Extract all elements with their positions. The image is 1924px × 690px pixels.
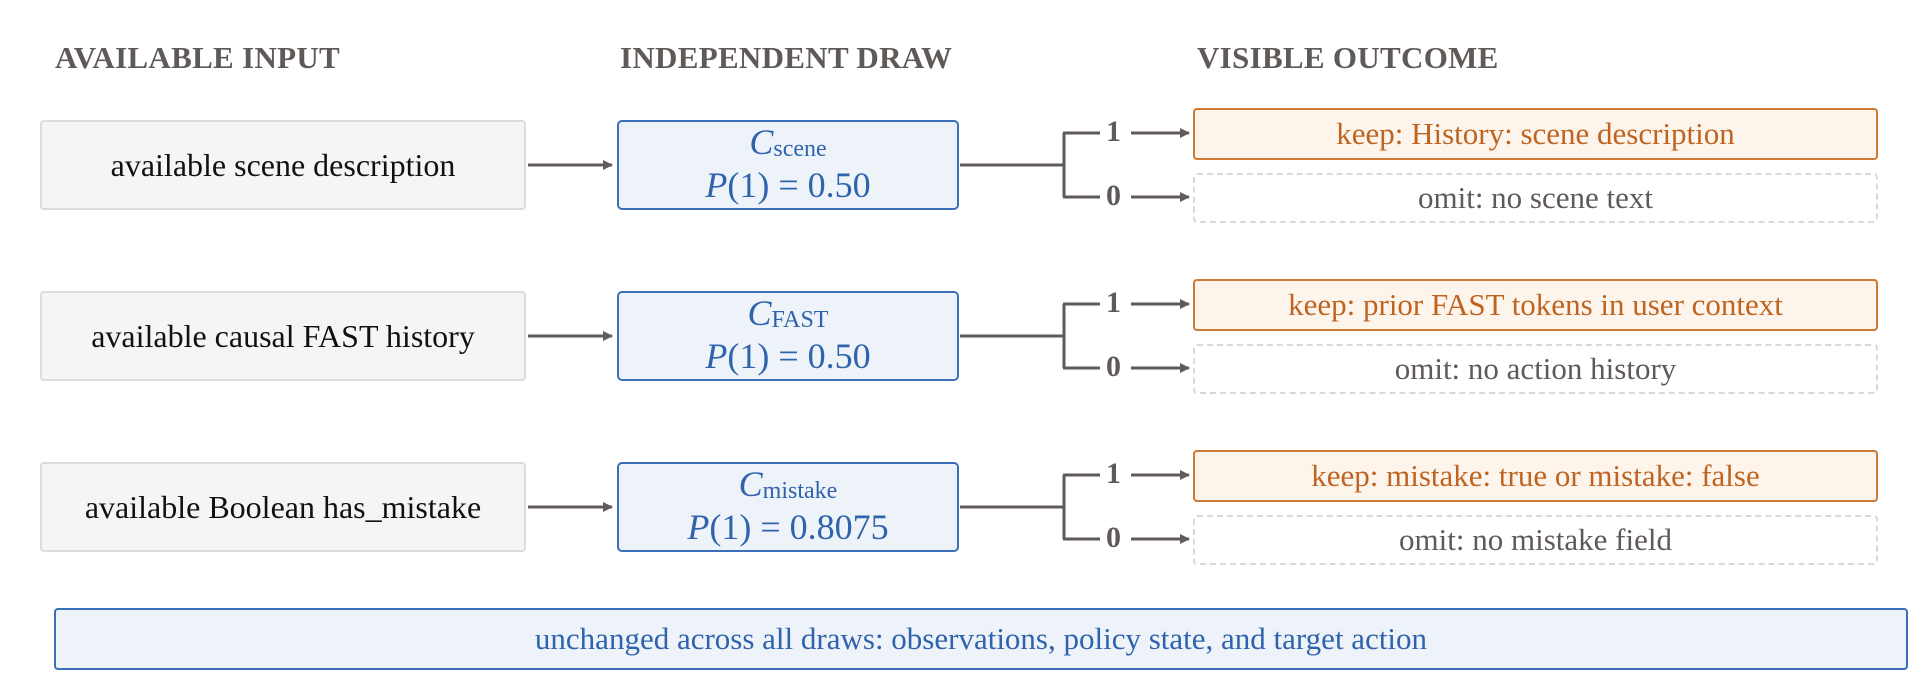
draw-box-fast: CFAST P(1) = 0.50	[617, 291, 959, 381]
row-mistake-wires	[528, 470, 1190, 544]
keep-outcome-fast: keep: prior FAST tokens in user context	[1193, 279, 1878, 331]
draw-box-scene: Cscene P(1) = 0.50	[617, 120, 959, 210]
keep-label: keep: mistake: true or mistake: false	[1311, 458, 1760, 493]
keep-label: keep: prior FAST tokens in user context	[1288, 287, 1783, 322]
branch-label-one: 1	[1106, 115, 1121, 148]
row-scene-wires	[528, 128, 1190, 202]
probability-label: P(1) = 0.50	[705, 165, 871, 205]
invariant-footer: unchanged across all draws: observations…	[54, 608, 1908, 670]
keep-label: keep: History: scene description	[1336, 116, 1735, 151]
random-variable-label: Cscene	[749, 122, 827, 162]
keep-outcome-mistake: keep: mistake: true or mistake: false	[1193, 450, 1878, 502]
draw-box-mistake: Cmistake P(1) = 0.8075	[617, 462, 959, 552]
probability-label: P(1) = 0.50	[705, 336, 871, 376]
input-box-fast: available causal FAST history	[40, 291, 526, 381]
branch-label-zero: 0	[1106, 179, 1121, 212]
omit-outcome-fast: omit: no action history	[1193, 344, 1878, 394]
branch-label-one: 1	[1106, 457, 1121, 490]
omit-outcome-scene: omit: no scene text	[1193, 173, 1878, 223]
input-label: available Boolean has_mistake	[84, 488, 482, 525]
header-independent-draw: INDEPENDENT DRAW	[620, 40, 953, 75]
branch-label-zero: 0	[1106, 350, 1121, 383]
branch-label-one: 1	[1106, 286, 1121, 319]
random-variable-label: Cmistake	[738, 464, 838, 504]
footer-label: unchanged across all draws: observations…	[534, 621, 1428, 656]
branch-label-zero: 0	[1106, 521, 1121, 554]
input-box-scene: available scene description	[40, 120, 526, 210]
keep-outcome-scene: keep: History: scene description	[1193, 108, 1878, 160]
input-label: available scene description	[110, 146, 456, 183]
row-fast-wires	[528, 299, 1190, 373]
header-available-input: AVAILABLE INPUT	[55, 40, 341, 75]
omit-outcome-mistake: omit: no mistake field	[1193, 515, 1878, 565]
probability-label: P(1) = 0.8075	[687, 507, 889, 547]
input-label: available causal FAST history	[91, 317, 475, 354]
omit-label: omit: no scene text	[1417, 180, 1654, 215]
random-variable-label: CFAST	[747, 293, 829, 333]
omit-label: omit: no action history	[1394, 351, 1677, 386]
omit-label: omit: no mistake field	[1399, 522, 1672, 557]
input-box-mistake: available Boolean has_mistake	[40, 462, 526, 552]
header-visible-outcome: VISIBLE OUTCOME	[1197, 40, 1499, 75]
